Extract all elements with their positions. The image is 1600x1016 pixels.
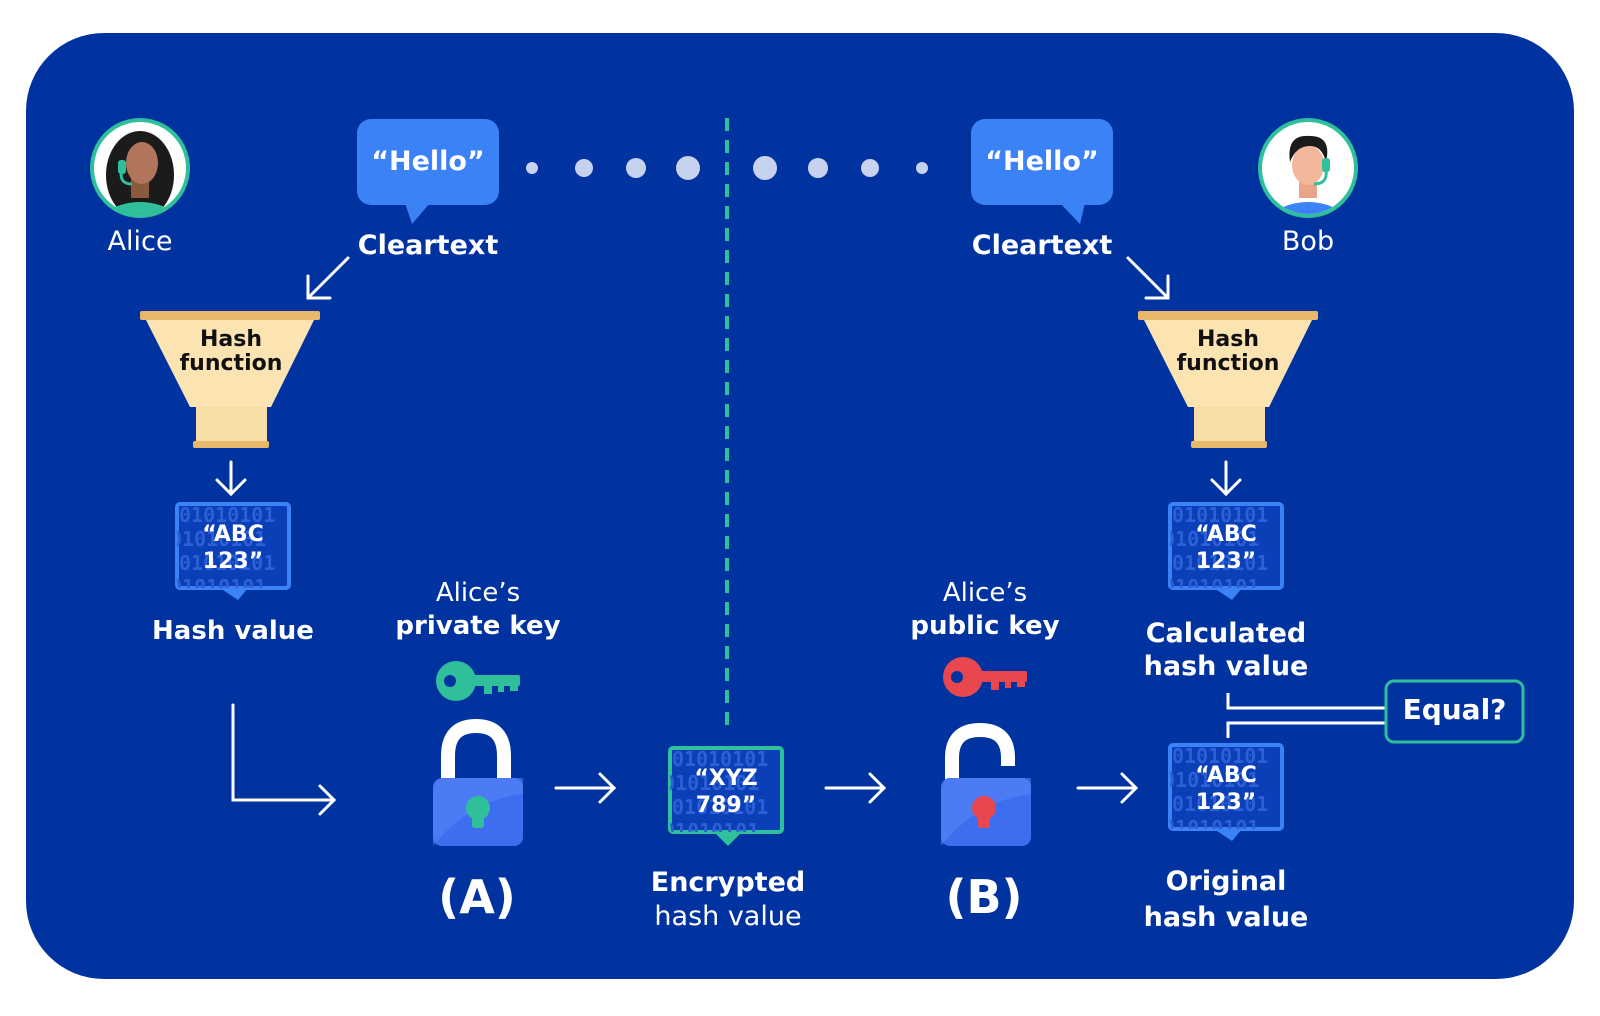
binary-pattern: 01010101: [672, 795, 768, 819]
hash-line2: 789”: [695, 793, 757, 818]
dot: [861, 159, 879, 177]
encrypted-line2: hash value: [654, 901, 802, 932]
hash-line1: “XYZ: [694, 766, 758, 791]
dot: [526, 162, 538, 174]
binary-pattern: 01010101: [1172, 551, 1268, 575]
calculated-hash-text: “ABC 123”: [1168, 521, 1284, 575]
equal-label: Equal?: [1402, 693, 1507, 726]
calculated-hash-label: Calculated hash value: [1116, 617, 1336, 683]
hash-function-line1: Hash: [199, 327, 262, 352]
comparison-bracket: [1226, 693, 1386, 738]
calculated-hash-monitor-right: 01010101 01010101 01010101 01010101: [1163, 502, 1284, 600]
binary-pattern: 01010101: [179, 551, 275, 575]
arrow-encrypted-to-lock-b: [824, 772, 887, 804]
bob-name: Bob: [1281, 226, 1335, 257]
arrow-cleartext-right: [1126, 256, 1170, 300]
public-key-label: Alice’s public key: [885, 577, 1085, 643]
arrow-down-right: [1210, 460, 1242, 497]
hash-value-label: Hash value: [152, 616, 314, 646]
encrypted-hash-monitor: 01010101 01010101 01010101 01010101: [663, 746, 784, 846]
hash-line2: 123”: [1195, 790, 1257, 815]
alice-avatar: [90, 118, 190, 218]
calculated-line1: Calculated: [1145, 618, 1307, 649]
hash-line2: 123”: [1195, 549, 1257, 574]
encrypted-hash-label: Encrypted hash value: [626, 866, 830, 934]
dot: [753, 156, 777, 180]
binary-pattern: 01010101: [1172, 744, 1268, 768]
public-key-line1: Alice’s: [942, 578, 1028, 608]
binary-pattern: 01010101: [1163, 527, 1259, 551]
alice-message-bubble: [357, 119, 499, 224]
binary-pattern: 01010101: [1172, 503, 1268, 527]
hash-line1: “ABC: [1195, 763, 1257, 788]
binary-pattern: 01010101: [1172, 792, 1268, 816]
original-line2: hash value: [1143, 902, 1309, 933]
dot: [575, 159, 593, 177]
original-hash-text: “ABC 123”: [1168, 762, 1284, 816]
dot: [626, 158, 646, 178]
dot: [808, 158, 828, 178]
hash-value-monitor-left: 01010101 01010101 01010101 01010101: [170, 502, 291, 600]
public-key-line2: public key: [910, 611, 1060, 641]
arrow-to-private-lock: [231, 703, 337, 816]
arrow-cleartext-left: [306, 256, 350, 300]
original-hash-label: Original hash value: [1116, 864, 1336, 936]
arrow-lock-b-to-original: [1076, 772, 1139, 804]
hash-function-label-left: Hash function: [166, 328, 296, 376]
binary-pattern: 01010101: [663, 771, 759, 795]
hash-function-line1: Hash: [1196, 327, 1259, 352]
private-key-line1: Alice’s: [435, 578, 521, 608]
hash-line1: “ABC: [1195, 522, 1257, 547]
private-key-label: Alice’s private key: [378, 577, 578, 643]
hash-function-funnel-left: [140, 311, 320, 448]
arrow-lock-a-to-encrypted: [554, 772, 617, 804]
hash-function-line2: function: [179, 351, 283, 376]
bob-avatar: [1258, 118, 1358, 218]
alice-name: Alice: [107, 226, 173, 257]
private-key-icon: [436, 661, 520, 701]
closed-lock-icon: [433, 718, 523, 846]
step-a-label: (A): [438, 870, 516, 924]
hash-line1: “ABC: [202, 522, 264, 547]
binary-pattern: 01010101: [1163, 816, 1259, 840]
transmission-dots: [526, 156, 928, 180]
binary-pattern: 01010101: [170, 527, 266, 551]
binary-pattern: 01010101: [663, 819, 759, 843]
encrypted-line1: Encrypted: [650, 867, 806, 898]
binary-pattern: 01010101: [1163, 768, 1259, 792]
open-lock-icon: [941, 722, 1031, 846]
hash-function-label-right: Hash function: [1163, 328, 1293, 376]
step-b-label: (B): [945, 870, 1023, 924]
cleartext-label-right: Cleartext: [971, 230, 1113, 261]
dot: [916, 162, 928, 174]
private-key-line2: private key: [395, 611, 561, 641]
calculated-line2: hash value: [1143, 651, 1309, 682]
binary-pattern: 01010101: [1163, 575, 1259, 599]
cleartext-label-left: Cleartext: [357, 230, 499, 261]
binary-pattern: 01010101: [672, 747, 768, 771]
hash-value-text-left: “ABC 123”: [175, 521, 291, 575]
binary-pattern: 01010101: [179, 503, 275, 527]
hash-function-funnel-right: [1138, 311, 1318, 448]
bob-message-bubble: [971, 119, 1113, 224]
equal-box: [1384, 679, 1525, 744]
public-key-icon: [943, 657, 1027, 697]
background-panel: [26, 33, 1574, 979]
hash-function-line2: function: [1176, 351, 1280, 376]
bob-message-text: “Hello”: [985, 146, 1099, 177]
arrow-down-left: [215, 460, 247, 497]
original-hash-monitor-right: 01010101 01010101 01010101 01010101: [1163, 743, 1284, 841]
binary-pattern: 01010101: [170, 575, 266, 599]
alice-message-text: “Hello”: [371, 146, 485, 177]
encrypted-hash-text: “XYZ 789”: [668, 765, 784, 819]
dot: [676, 156, 700, 180]
original-line1: Original: [1165, 866, 1287, 897]
hash-line2: 123”: [202, 549, 264, 574]
